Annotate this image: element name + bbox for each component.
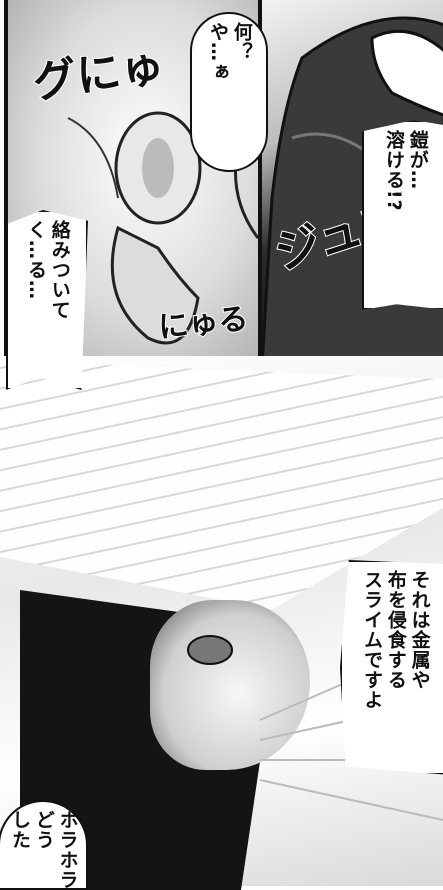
bubble-text-tangle: 絡みついて く…る…	[25, 220, 71, 320]
bubble-text-what: 何？ や…ぁ	[207, 22, 253, 82]
bubble-text-slime: それは金属や 布を侵食する スライムですよ	[361, 570, 431, 710]
speech-bubble-tangle: 絡みついて く…る…	[6, 210, 88, 390]
speech-bubble-slime: それは金属や 布を侵食する スライムですよ	[340, 560, 443, 775]
sfx-nyuru: にゅる	[156, 300, 251, 346]
speech-bubble-what: 何？ や…ぁ	[190, 12, 268, 172]
speech-bubble-hora: ホラホラ どう した	[0, 800, 88, 890]
bubble-text-hora: ホラホラ どう した	[9, 810, 79, 890]
speech-bubble-melt: 鎧が… 溶ける!?	[362, 120, 443, 310]
bubble-text-melt: 鎧が… 溶ける!?	[383, 130, 429, 212]
